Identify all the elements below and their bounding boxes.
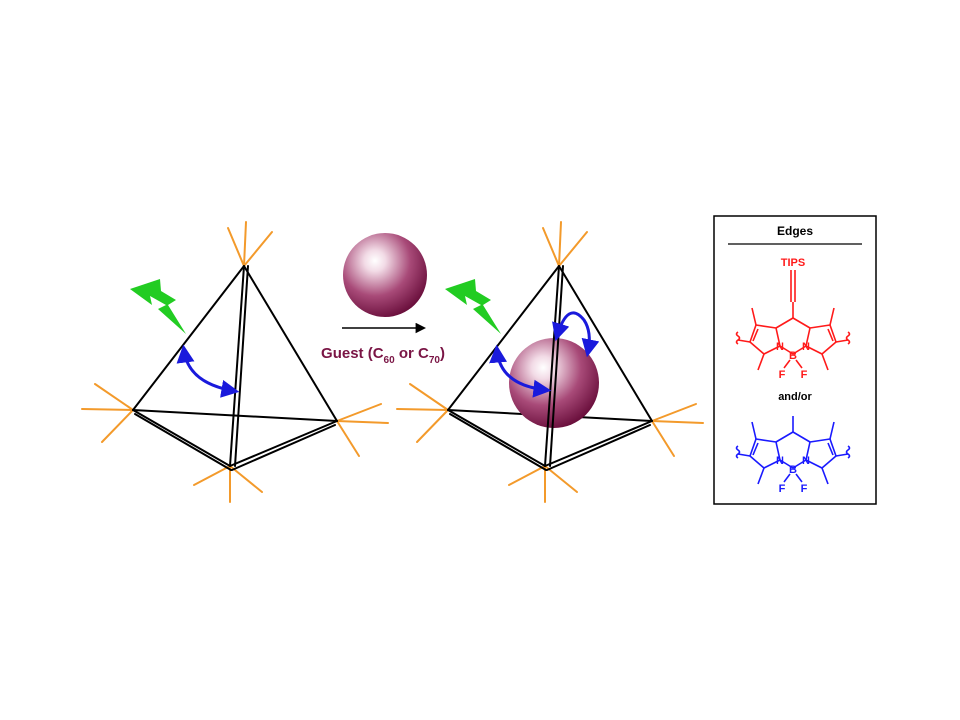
svg-text:B: B [789,464,797,476]
guest-label: Guest (C60 or C70) [321,345,445,366]
vertex-ligands [81,221,389,503]
svg-text:F: F [801,483,808,495]
svg-text:N: N [776,341,784,353]
blue-bodipy-atoms: N N B F F [776,455,810,495]
energy-transfer-arrow-icon [489,344,552,398]
energy-transfer-arrow-icon [176,344,240,398]
fullerene-sphere-icon [343,233,427,317]
svg-text:N: N [802,455,810,467]
filled-cage [396,221,704,503]
svg-text:N: N [776,455,784,467]
svg-text:B: B [789,350,797,362]
svg-text:F: F [779,483,786,495]
edges-panel: Edges TIPS [713,215,877,505]
reaction: Guest (C60 or C70) [321,233,445,366]
svg-text:F: F [801,369,808,381]
svg-text:F: F [779,369,786,381]
blue-bodipy-structure [735,416,851,485]
red-bodipy-atoms: N N B F F [776,341,810,381]
red-bodipy-structure: TIPS [735,257,851,371]
empty-cage [81,221,389,503]
vertex-ligands [396,221,704,503]
and-or-connector: and/or [778,391,812,403]
panel-title: Edges [777,224,813,238]
lightning-bolt-icon [130,279,186,334]
svg-text:TIPS: TIPS [781,257,805,269]
svg-text:N: N [802,341,810,353]
lightning-bolt-icon [445,279,501,334]
energy-transfer-arrow-icon [552,311,600,358]
cage-edges [132,265,338,471]
cage-edges-front [544,265,564,467]
